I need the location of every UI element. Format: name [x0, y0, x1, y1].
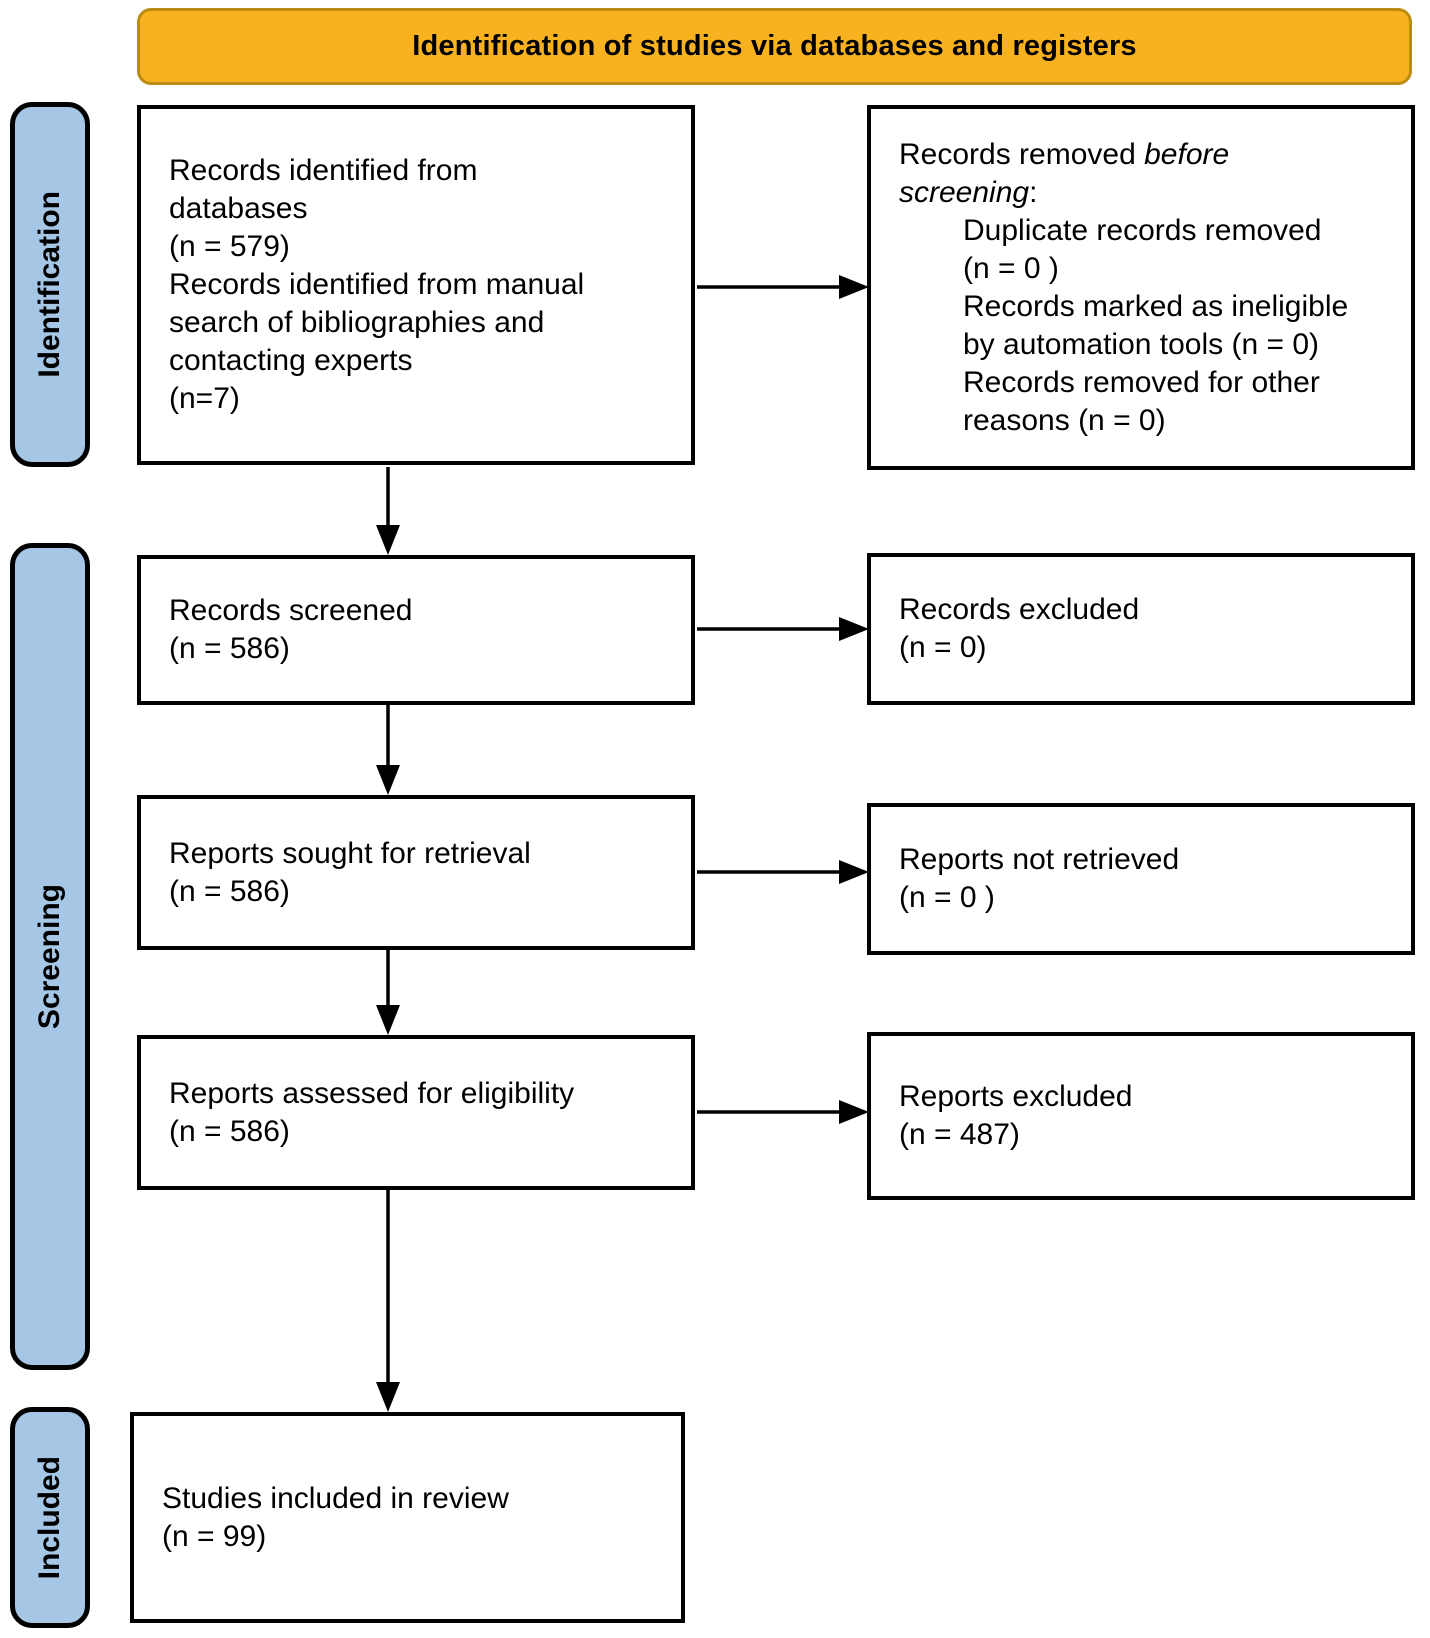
sidebar-stage-identification-label: Identification — [33, 191, 66, 378]
flow-box-reports-excluded-text: Reports excluded (n = 487) — [899, 1080, 1133, 1151]
flow-box-reports-assessed: Reports assessed for eligibility (n = 58… — [137, 1035, 695, 1190]
sidebar-stage-screening-label: Screening — [33, 883, 66, 1030]
flow-box-reports-not-retrieved-text: Reports not retrieved (n = 0 ) — [899, 843, 1180, 914]
removed-reason-other: Records removed for other reasons (n = 0… — [963, 365, 1320, 437]
sidebar-stage-screening: Screening — [10, 543, 90, 1370]
records-removed-prefix: Records removed — [899, 137, 1145, 171]
arrow-screened-to-records-excluded — [697, 617, 869, 641]
arrow-assessed-to-included — [376, 1190, 400, 1412]
flow-box-reports-sought: Reports sought for retrieval (n = 586) — [137, 795, 695, 950]
banner-title-text: Identification of studies via databases … — [412, 30, 1137, 62]
arrow-identified-to-screened — [376, 467, 400, 555]
sidebar-stage-identification: Identification — [10, 102, 90, 467]
flow-box-records-excluded: Records excluded (n = 0) — [867, 553, 1415, 705]
records-removed-suffix: : — [1029, 175, 1038, 209]
banner-title: Identification of studies via databases … — [137, 8, 1412, 85]
sidebar-stage-included: Included — [10, 1407, 90, 1628]
arrow-screened-to-sought — [376, 705, 400, 795]
flow-box-studies-included-text: Studies included in review (n = 99) — [162, 1481, 509, 1553]
flow-box-records-excluded-text: Records excluded (n = 0) — [899, 593, 1140, 664]
flow-box-records-screened-text: Records screened (n = 586) — [169, 594, 413, 665]
flow-box-records-identified-text: Records identified from databases (n = 5… — [169, 154, 585, 415]
flow-box-records-identified: Records identified from databases (n = 5… — [137, 105, 695, 465]
records-removed-italic: before screening — [899, 137, 1230, 209]
flow-box-reports-not-retrieved: Reports not retrieved (n = 0 ) — [867, 803, 1415, 955]
flow-box-records-removed-before-screening: Records removed before screening: Duplic… — [867, 105, 1415, 470]
arrow-identified-to-removed — [697, 275, 869, 299]
flow-box-records-removed-heading: Records removed before screening: — [899, 136, 1329, 212]
removed-reason-duplicates: Duplicate records removed (n = 0 ) — [963, 213, 1322, 285]
flow-box-reports-excluded: Reports excluded (n = 487) — [867, 1032, 1415, 1200]
arrow-assessed-to-reports-excluded — [697, 1100, 869, 1124]
flow-box-records-screened: Records screened (n = 586) — [137, 555, 695, 705]
arrow-sought-to-not-retrieved — [697, 860, 869, 884]
sidebar-stage-included-label: Included — [33, 1455, 66, 1580]
flow-box-reports-sought-text: Reports sought for retrieval (n = 586) — [169, 836, 531, 908]
removed-reason-automation: Records marked as ineligible by automati… — [963, 289, 1349, 361]
flow-box-reports-assessed-text: Reports assessed for eligibility (n = 58… — [169, 1076, 575, 1148]
arrow-sought-to-assessed — [376, 950, 400, 1035]
flow-box-studies-included: Studies included in review (n = 99) — [130, 1412, 685, 1623]
